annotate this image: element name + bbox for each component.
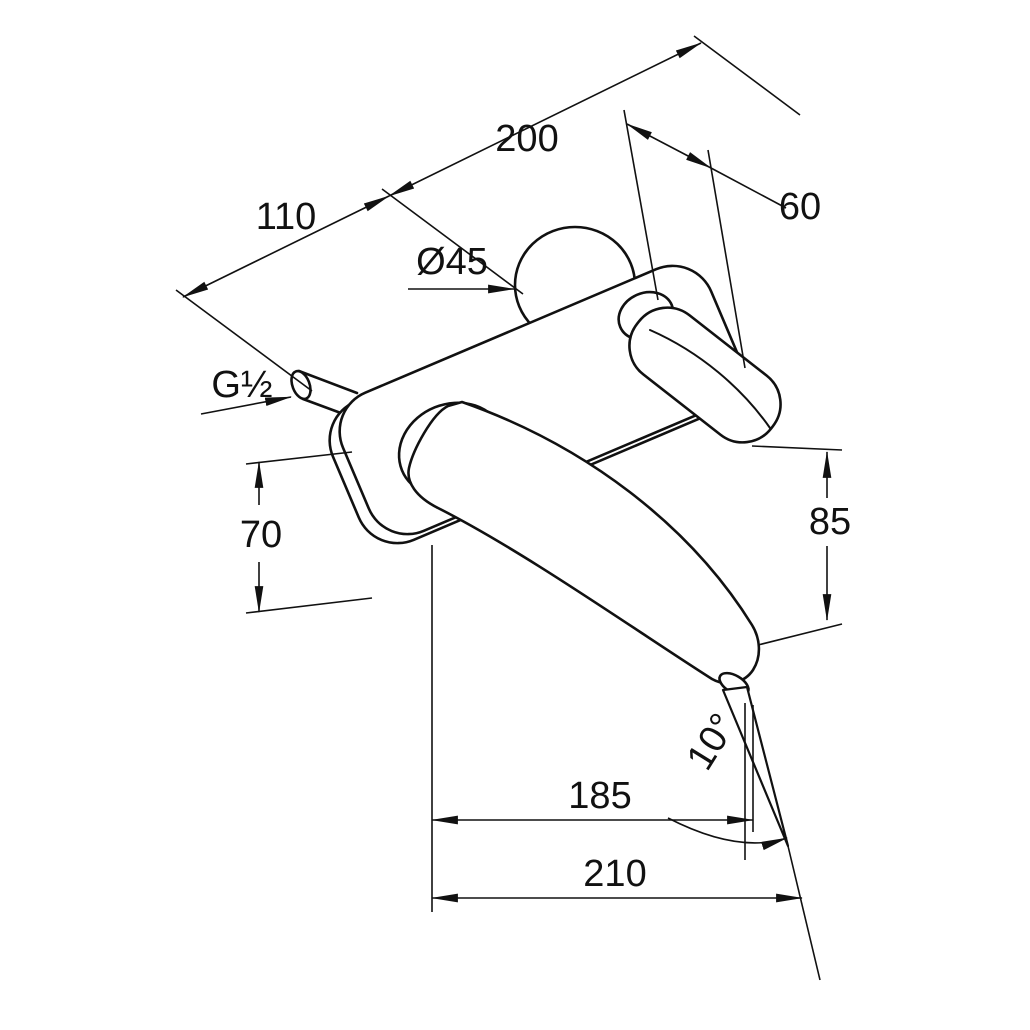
dim-label-thread-g12: G½ [211, 364, 272, 406]
lever-handle [628, 306, 782, 444]
faucet-body [290, 225, 790, 848]
dim-label-210: 210 [583, 853, 646, 895]
dim-label-185: 185 [568, 775, 631, 817]
water-jet-extension-line [787, 845, 821, 981]
dim-label-70: 70 [240, 514, 282, 556]
water-jet [721, 685, 790, 848]
inlet-pipe-top-edge [297, 369, 359, 395]
dim-label-60: 60 [779, 186, 821, 228]
ext-line-60-right [707, 149, 746, 369]
dim-label-110: 110 [256, 196, 317, 238]
dim-label-diameter-45: Ø45 [416, 241, 488, 283]
ext-line-70-top [245, 451, 353, 465]
dim-line-60 [626, 123, 712, 169]
inlet-pipe-end-cap [290, 369, 312, 401]
dim-line-60-tail [710, 167, 787, 209]
leader-line-thread [200, 396, 293, 415]
ext-line-85-top [751, 445, 843, 451]
dim-label-200: 200 [495, 118, 558, 160]
dim-line-200 [388, 42, 702, 197]
spout [407, 400, 761, 685]
angle-arc-10deg [667, 817, 789, 851]
dimension-lines [182, 42, 832, 903]
inlet-pipe-fill [299, 371, 357, 419]
ext-line-110-200-shared [381, 188, 524, 295]
ext-line-85-bottom [757, 623, 843, 646]
extension-lines [175, 35, 843, 981]
dim-label-85: 85 [809, 501, 851, 543]
dim-line-110 [182, 195, 390, 298]
ext-line-110-left [175, 289, 313, 392]
ext-line-200-right [693, 35, 801, 116]
ext-line-70-bottom [245, 597, 373, 614]
handle-crease-line [649, 329, 771, 429]
